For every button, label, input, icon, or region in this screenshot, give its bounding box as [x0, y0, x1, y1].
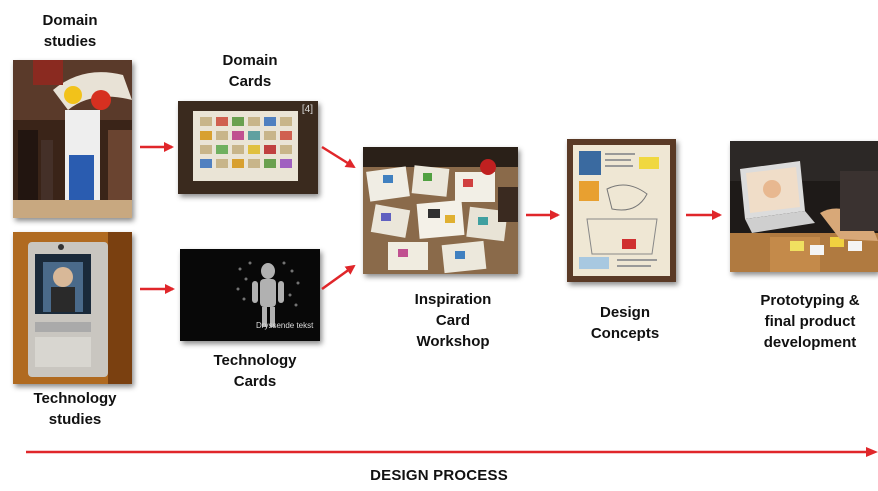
- domain-cards-photo: [4]: [178, 101, 318, 194]
- domain-studies-label: Domain studies: [42, 12, 98, 50]
- prototyping-photo: [730, 141, 878, 272]
- domain-cards-label: Domain Cards: [222, 52, 278, 90]
- arrow-domain-cards-to-workshop: [321, 145, 356, 169]
- process-axis-label: DESIGN PROCESS: [370, 467, 508, 484]
- arrow-tech-cards-to-workshop: [321, 264, 356, 291]
- inspiration-workshop-label: Inspiration Card Workshop: [414, 291, 492, 350]
- design-concepts-photo: [567, 139, 676, 282]
- technology-cards-caption: Dryssende tekst: [256, 321, 314, 330]
- technology-cards-label: Technology Cards: [213, 352, 297, 390]
- prototyping-label: Prototyping & final product development: [760, 292, 860, 351]
- technology-studies-label: Technology studies: [33, 390, 117, 428]
- inspiration-workshop-photo: [363, 147, 518, 274]
- design-concepts-label: Design Concepts: [590, 304, 660, 342]
- domain-cards-tag: [4]: [301, 104, 313, 115]
- process-timeline-arrowhead: [866, 447, 878, 457]
- technology-studies-photo: [13, 232, 132, 384]
- domain-studies-photo: [13, 60, 132, 218]
- technology-cards-photo: Dryssende tekst: [180, 249, 320, 341]
